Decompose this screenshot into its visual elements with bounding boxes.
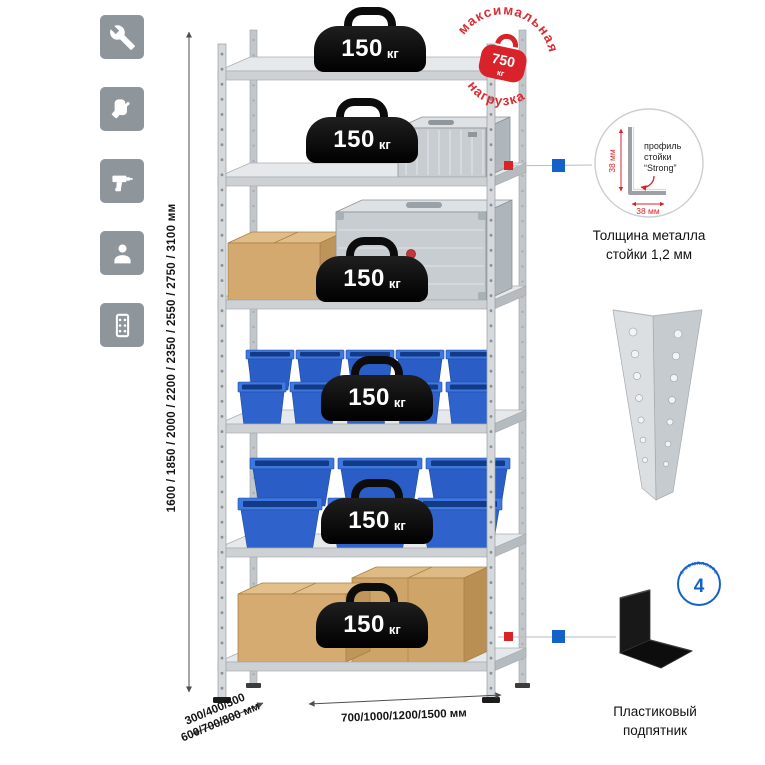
foot-caption-line1: Пластиковый [613, 704, 697, 719]
callout-connectors [497, 159, 616, 643]
profile-label-1: профиль [644, 141, 682, 151]
kit-badge: в комплекте 4 [677, 560, 721, 606]
stamp-unit: кг [496, 68, 506, 78]
profile-callout-circle: 38 мм 38 мм профиль стойки “Strong” [594, 108, 704, 218]
shelf-load-unit: кг [386, 45, 399, 61]
red-connector-square [504, 632, 513, 641]
height-dimension-label: 1600 / 1850 / 2000 / 2200 / 2350 / 2550 … [166, 203, 178, 513]
shelf-load-value: 150 [343, 265, 385, 292]
plastic-foot-illustration [618, 589, 694, 669]
profile-caption-line2: стойки 1,2 мм [605, 246, 693, 262]
kit-badge-number: 4 [694, 576, 705, 597]
foot-caption: Пластиковый подпятник [567, 703, 743, 741]
kettlebell-handle-icon [336, 98, 388, 120]
profile-caption-line1: Толщина металла [592, 228, 706, 243]
red-connector-square [504, 161, 513, 170]
shelf-load-value: 150 [333, 126, 375, 153]
drill-icon [100, 159, 144, 203]
foot-caption-line2: подпятник [622, 722, 688, 738]
person-icon [100, 231, 144, 275]
shelf-load-unit: кг [378, 136, 391, 152]
rack-post-icon [100, 303, 144, 347]
kettlebell-handle-icon [351, 356, 403, 378]
rack-foot [482, 697, 500, 703]
kettlebell-handle-icon [344, 7, 396, 29]
kettlebell-handle-icon [351, 479, 403, 501]
shelf-load-value: 150 [343, 611, 385, 638]
gloves-icon [100, 87, 144, 131]
profile-dim-horizontal: 38 мм [636, 206, 660, 216]
depth-dimension-line [192, 702, 264, 735]
shelf-load-value: 150 [341, 35, 383, 62]
dimension-lines [185, 31, 502, 735]
shelf-load-unit: кг [388, 275, 401, 291]
angle-profile-drawing [628, 127, 666, 195]
blue-connector-square [552, 630, 565, 643]
wrench-icon [100, 15, 144, 59]
width-dimension-line [308, 692, 502, 707]
rack-foot [213, 697, 231, 703]
profile-label-2: стойки [644, 152, 672, 162]
shelf-load-unit: кг [388, 621, 401, 637]
case-handle [428, 120, 454, 125]
profile-dim-vertical: 38 мм [607, 149, 617, 173]
profile-label-3: “Strong” [644, 163, 677, 173]
stamp-kettlebell-handle-icon [495, 33, 519, 48]
post-illustration [612, 309, 703, 501]
kettlebell-handle-icon [346, 583, 398, 605]
bend-arrow-icon [640, 175, 655, 191]
shelf-load-unit: кг [393, 394, 406, 410]
shelf-load-unit: кг [393, 517, 406, 533]
rack-foot [246, 683, 261, 688]
stamp-kettlebell-body [478, 44, 527, 83]
stamp-value: 750 [490, 50, 516, 71]
rack-foot [515, 683, 530, 688]
profile-caption: Толщина металла стойки 1,2 мм [567, 227, 731, 265]
shelf-load-value: 150 [348, 507, 390, 534]
post-holes [628, 327, 683, 467]
blue-connector-square [552, 159, 565, 172]
kettlebell-handle-icon [346, 237, 398, 259]
shelf-load-value: 150 [348, 384, 390, 411]
case-handle [406, 202, 442, 208]
